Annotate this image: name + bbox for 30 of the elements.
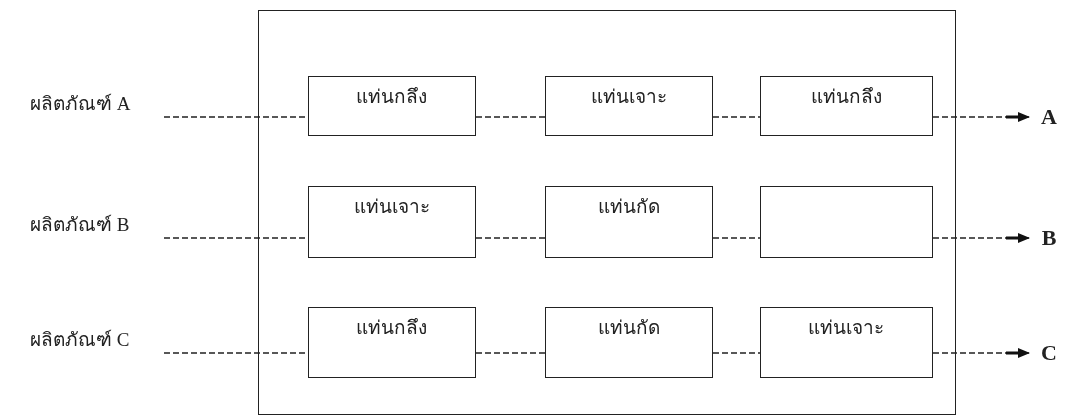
machine-name: แท่นกัด (596, 315, 661, 340)
flow-line (712, 237, 761, 239)
machine-box (544, 306, 713, 378)
machine-box (544, 185, 713, 258)
machine-name: แท่นกลึง (355, 315, 428, 340)
machine-box (307, 185, 476, 258)
machine-box (307, 75, 476, 136)
machine-box (544, 75, 713, 136)
machine-name: แท่นเจาะ (807, 315, 885, 340)
flow-line (475, 116, 546, 118)
flow-line (712, 116, 761, 118)
flow-line (475, 237, 546, 239)
output-label: A (1040, 105, 1058, 129)
machine-box (307, 306, 476, 378)
output-label: B (1040, 226, 1058, 250)
frame-box (258, 10, 956, 415)
flow-line (712, 352, 761, 354)
machine-box (759, 306, 933, 378)
machine-name: แท่นเจาะ (589, 84, 668, 109)
product-label: ผลิตภัณฑ์ B (30, 213, 131, 237)
flow-line (475, 352, 546, 354)
product-label: ผลิตภัณฑ์ C (30, 328, 131, 352)
machine-box (759, 185, 933, 258)
machine-name: แท่นกัด (596, 194, 661, 219)
product-label: ผลิตภัณฑ์ A (30, 92, 132, 116)
output-label: C (1040, 341, 1058, 365)
machine-name: แท่นกลึง (355, 84, 428, 109)
machine-box (759, 75, 933, 136)
machine-name: แท่นกลึง (809, 84, 883, 109)
machine-name: แท่นเจาะ (352, 194, 431, 219)
